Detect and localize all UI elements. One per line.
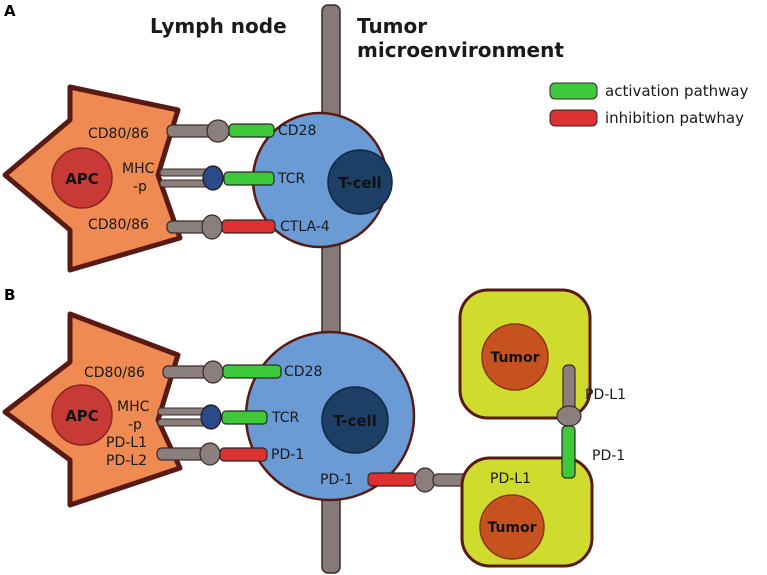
legend-activation-label: activation pathway — [605, 82, 749, 100]
apc-label-b: APC — [65, 407, 99, 425]
mhc-label-b-line1: MHC — [117, 399, 150, 415]
mhc-stalk-b-1 — [157, 407, 209, 416]
mhc-peptide-a — [202, 165, 224, 191]
legend: activation pathway inhibition patwhay — [549, 82, 749, 127]
tcr-receptor-b — [221, 410, 268, 425]
tcell-label-a: T-cell — [338, 174, 382, 192]
pd1-receptor-tumor-vertical — [561, 425, 576, 479]
pd1-receptor-b-apc — [219, 447, 268, 462]
apc-nucleus-a — [51, 147, 113, 209]
cd80-label-a-top: CD80/86 — [88, 126, 149, 142]
mhc-label-a-line2: -p — [133, 179, 147, 195]
tumor-env-title-line1: Tumor — [357, 14, 427, 38]
panel-a: APC CD80/86 MHC -p CD80/86 T-cell CD28 T… — [2, 84, 393, 273]
pdl1-label-tumor-top: PD-L1 — [585, 387, 626, 403]
legend-activation-swatch — [549, 82, 598, 100]
cd80-head-a-top — [206, 119, 230, 143]
mhc-stalk-b-2 — [157, 418, 209, 427]
pdl-head-b-apc — [199, 442, 221, 466]
pd1-label-tumor-top: PD-1 — [592, 448, 625, 464]
mhc-stalk-a-1 — [159, 168, 211, 177]
apc-nucleus-b — [51, 384, 113, 446]
pdl1-head-tumor-top — [556, 405, 582, 427]
mhc-peptide-b — [200, 404, 222, 430]
lymph-node-title: Lymph node — [150, 14, 287, 38]
tumor-nucleus-top — [481, 323, 549, 391]
apc-label-a: APC — [65, 170, 99, 188]
tcell-nucleus-a — [327, 149, 393, 215]
mhc-label-b-line2: -p — [128, 417, 142, 433]
tcr-label-b: TCR — [271, 410, 300, 426]
tumor-nucleus-bottom — [479, 494, 545, 560]
cd28-receptor-a — [228, 123, 275, 138]
legend-inhibition-swatch — [549, 109, 598, 127]
pd1-receptor-b-tumor — [367, 472, 417, 487]
panel-label-a: A — [4, 2, 16, 20]
pdl1-head-b-tumor — [414, 467, 436, 493]
legend-inhibition-label: inhibition patwhay — [605, 109, 744, 127]
cd28-label-a: CD28 — [278, 123, 316, 139]
tcr-label-a: TCR — [277, 171, 306, 187]
tumor-label-bottom: Tumor — [487, 520, 536, 536]
cd80-head-a-bottom — [201, 214, 223, 240]
tcell-nucleus-b — [321, 386, 389, 454]
cd28-receptor-b — [222, 364, 282, 379]
cd80-label-b: CD80/86 — [84, 365, 145, 381]
tcr-receptor-a — [223, 171, 275, 186]
pdl1-label-b-apc: PD-L1 — [106, 435, 147, 451]
pd1-label-b-tumor: PD-1 — [320, 472, 353, 488]
tcell-label-b: T-cell — [333, 412, 377, 430]
cd80-head-b — [202, 360, 224, 384]
pdl2-label-b-apc: PD-L2 — [106, 453, 147, 469]
cd28-label-b: CD28 — [284, 364, 322, 380]
tumor-label-top: Tumor — [490, 350, 539, 366]
ctla4-receptor-a — [221, 219, 276, 234]
mhc-stalk-a-2 — [159, 179, 211, 188]
tumor-env-title-line2: microenvironment — [357, 38, 564, 62]
pd1-label-b-apc: PD-1 — [271, 447, 304, 463]
panel-b: B APC CD80/86 MHC -p PD-L1 PD-L2 T-cell … — [2, 286, 626, 568]
panel-label-b: B — [4, 286, 15, 304]
ctla4-label-a: CTLA-4 — [280, 219, 330, 235]
pdl1-label-tumor-bottom: PD-L1 — [490, 471, 531, 487]
mhc-label-a-line1: MHC — [122, 161, 155, 177]
cd80-label-a-bottom: CD80/86 — [88, 217, 149, 233]
